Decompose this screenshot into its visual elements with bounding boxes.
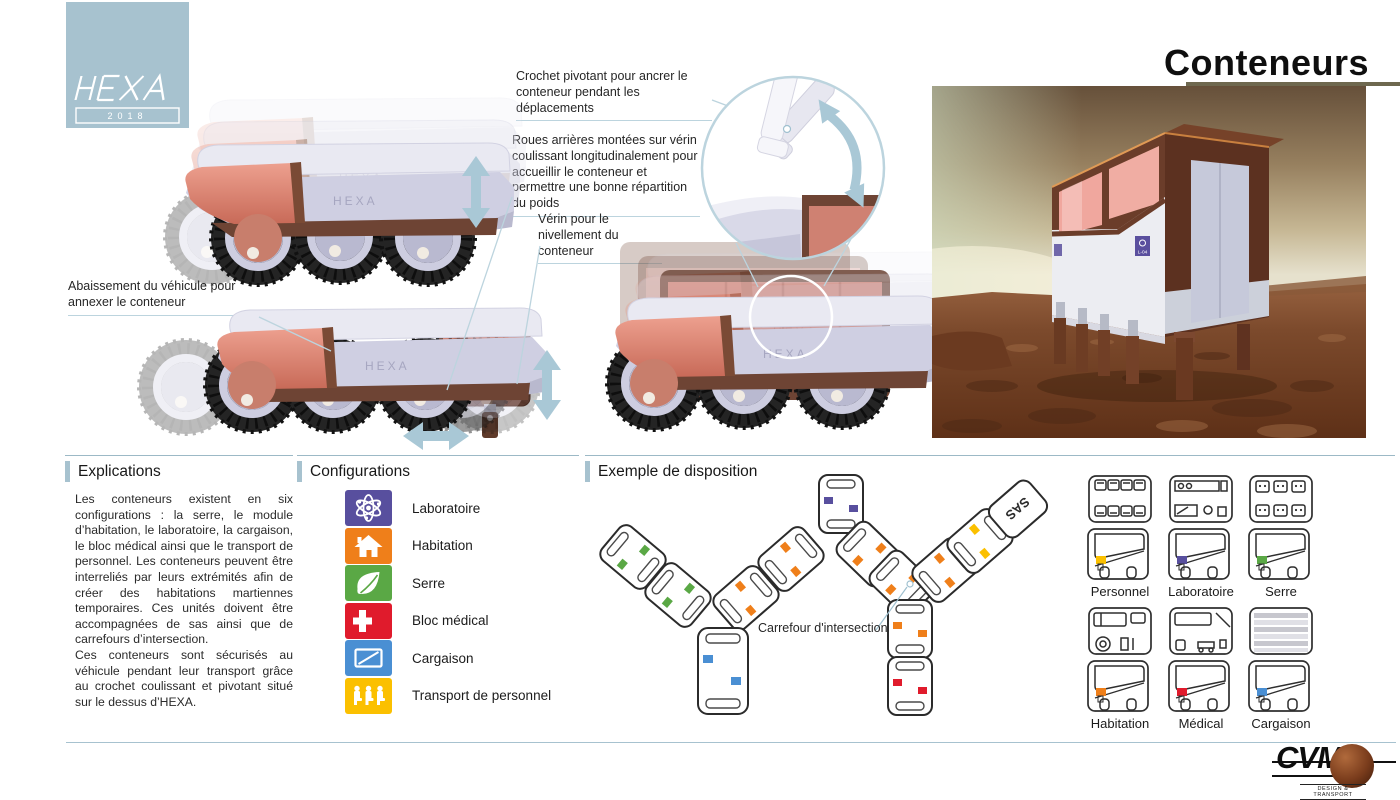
container-node-medical — [887, 656, 933, 716]
callout-leader — [875, 580, 914, 631]
thumb-serre: Serre — [1248, 474, 1314, 599]
layout-diagram: SAS — [595, 474, 1049, 716]
annotation-abaissement: Abaissement du véhicule pour annexer le … — [68, 279, 259, 316]
container-node-serre — [595, 520, 671, 594]
thumb-cargaison: Cargaison — [1248, 606, 1314, 731]
container-node-serre — [640, 558, 716, 632]
container-node-laboratoire — [818, 474, 864, 534]
paragraph: Ces conteneurs sont sécurisés au véhicul… — [75, 648, 293, 709]
crate-icon — [345, 640, 392, 676]
logo-year: 2018 — [107, 111, 147, 121]
medical-sideview — [1168, 660, 1230, 712]
section-title: Exemple de disposition — [598, 462, 758, 480]
annotation-roues: Roues arrières montées sur vérin couliss… — [512, 133, 700, 217]
medical-topview — [1169, 607, 1233, 655]
container-node-cargaison — [697, 627, 749, 715]
thumb-personnel: Personnel — [1087, 474, 1153, 599]
header-accent-bar — [65, 461, 70, 482]
legend-label: Transport de personnel — [412, 688, 552, 703]
container-render: L-04 — [1037, 124, 1284, 402]
rocks-light — [1006, 334, 1346, 438]
serre-topview — [1249, 475, 1313, 523]
legend-label: Habitation — [412, 538, 473, 553]
section-title: Explications — [78, 462, 161, 480]
rover-lowered-scene — [139, 307, 547, 438]
explications-text: Les conteneurs existent en six configura… — [75, 492, 293, 711]
legend-label: Serre — [412, 575, 446, 591]
container-thumbnails: Personnel Laboratoire — [1080, 466, 1340, 746]
rover-container-scene — [607, 242, 965, 430]
container-node-personnel — [942, 504, 1018, 578]
thumb-medical: Médical — [1168, 606, 1234, 731]
svg-text:L-04: L-04 — [1138, 250, 1148, 256]
paragraph: Les conteneurs existent en six configura… — [75, 492, 293, 647]
container-node-habitation — [907, 533, 983, 607]
legend-label: Bloc médical — [412, 613, 489, 628]
mars-photo: L-04 — [932, 86, 1366, 438]
habitation-sideview — [1087, 660, 1149, 712]
legend-label: Laboratoire — [412, 500, 481, 516]
mars-sphere-icon — [1330, 744, 1374, 788]
cvm-tagline: DESIGN & TRANSPORT — [1300, 784, 1366, 800]
legend-item-serre: Serre — [345, 565, 445, 601]
annotation-verin: Vérin pour le nivellement du conteneur — [538, 212, 662, 265]
container-node-habitation — [753, 522, 829, 596]
container-id-label: L-04 — [1135, 236, 1150, 256]
section-header: Configurations — [297, 456, 579, 482]
title-underline — [1186, 82, 1400, 86]
vehicle-diagrams — [0, 75, 965, 450]
cvm-logo: CVM DESIGN & TRANSPORT — [1272, 740, 1396, 800]
hexa-logo: 2018 — [66, 2, 189, 128]
container-node-habitation — [887, 599, 933, 659]
logo-line — [1272, 775, 1344, 777]
habitation-topview — [1088, 607, 1152, 655]
section-header: Explications — [65, 456, 293, 482]
house-icon — [345, 527, 392, 564]
serre-sideview — [1248, 528, 1310, 580]
legend-label: Cargaison — [412, 650, 474, 666]
section-title: Configurations — [310, 462, 410, 480]
zoom-source-circle — [748, 274, 834, 360]
hook-detail-magnifier — [700, 75, 886, 261]
legend-item-laboratoire: Laboratoire — [345, 490, 480, 526]
container-node-habitation — [831, 517, 907, 591]
legend-item-bloc-medical: Bloc médical — [345, 602, 489, 639]
rover-raised-scene — [165, 97, 527, 285]
medical-cross-icon — [345, 602, 392, 639]
section-configurations: Configurations Laboratoire — [297, 455, 579, 736]
legend-item-cargaison: Cargaison — [345, 640, 474, 676]
thumb-habitation: Habitation — [1087, 606, 1153, 731]
motion-arrows — [403, 156, 561, 450]
leaf-icon — [345, 565, 392, 601]
carrefour-callout: Carrefour d'intersection — [758, 621, 888, 635]
header-accent-bar — [585, 461, 590, 482]
atom-icon — [345, 490, 392, 526]
laboratoire-sideview — [1168, 528, 1230, 580]
legend-item-habitation: Habitation — [345, 527, 473, 564]
footer-divider — [66, 742, 1396, 743]
section-explications: Explications Les conteneurs existent en … — [65, 455, 293, 736]
header-accent-bar — [297, 461, 302, 482]
personnel-topview — [1088, 475, 1152, 523]
container-node-sas: SAS — [987, 479, 1049, 539]
section-header: Exemple de disposition — [585, 456, 1395, 482]
personnel-sideview — [1087, 528, 1149, 580]
laboratoire-topview — [1169, 475, 1233, 523]
cargaison-topview — [1249, 607, 1313, 655]
section-disposition: Exemple de disposition — [585, 455, 1395, 486]
passengers-icon — [345, 677, 392, 714]
container-node-habitation — [708, 561, 784, 635]
page-title: Conteneurs — [1163, 42, 1369, 83]
cargaison-sideview — [1248, 660, 1310, 712]
legend-item-transport-personnel: Transport de personnel — [345, 677, 552, 714]
annotation-crochet: Crochet pivotant pour ancrer le conteneu… — [516, 69, 712, 122]
thumb-laboratoire: Laboratoire — [1168, 474, 1234, 599]
hook-icon — [756, 78, 799, 158]
